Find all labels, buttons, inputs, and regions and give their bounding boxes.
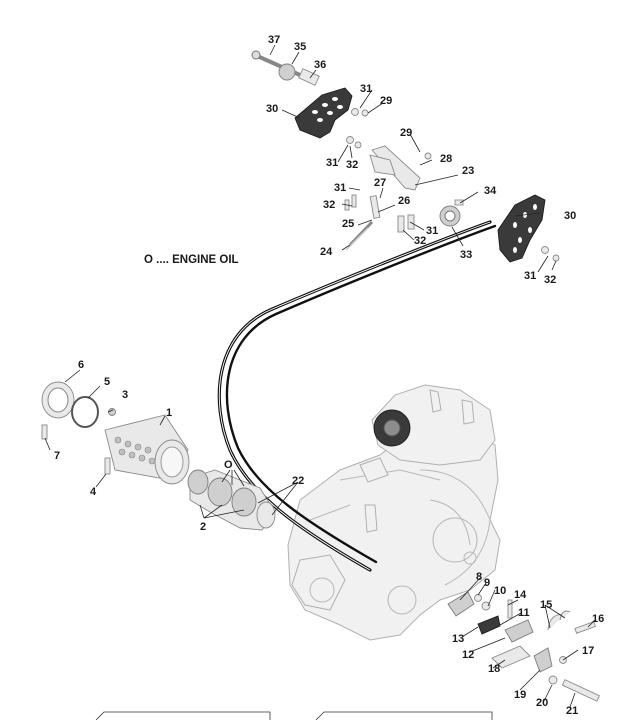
callout-32: 32 — [414, 235, 426, 247]
callout-32: 32 — [323, 199, 335, 211]
callout-numbers: 37 35 36 31 29 30 29 31 32 28 23 27 31 3… — [54, 34, 604, 717]
bottom-frames — [95, 711, 493, 720]
footpeg-icon — [294, 87, 353, 139]
pivot-bolt — [251, 50, 320, 86]
callout-12: 12 — [462, 649, 474, 661]
callout-26: 26 — [398, 195, 410, 207]
callout-5: 5 — [104, 376, 110, 388]
callout-24: 24 — [320, 246, 333, 258]
callout-28: 28 — [440, 153, 452, 165]
callout-7: 7 — [54, 450, 60, 462]
callout-34: 34 — [484, 185, 497, 197]
callout-4: 4 — [90, 486, 97, 498]
callout-31: 31 — [334, 182, 346, 194]
callout-15: 15 — [540, 599, 552, 611]
callout-35: 35 — [294, 41, 306, 53]
footpeg-icon — [497, 194, 546, 263]
shift-mechanism-parts — [447, 591, 600, 702]
callout-21: 21 — [566, 705, 578, 717]
callout-10: 10 — [494, 585, 506, 597]
engine-oil-marker: O — [224, 459, 233, 471]
callout-11: 11 — [518, 607, 530, 619]
legend-engine-oil: O .... ENGINE OIL — [144, 254, 239, 266]
callout-20: 20 — [536, 697, 548, 709]
balance-shaft-icon — [41, 381, 276, 531]
callout-1: 1 — [166, 407, 172, 419]
callout-31: 31 — [326, 157, 338, 169]
callout-18: 18 — [488, 663, 500, 675]
callout-9: 9 — [484, 577, 490, 589]
callout-32: 32 — [544, 274, 556, 286]
callout-6: 6 — [78, 359, 84, 371]
shift-cable-icon — [217, 220, 497, 572]
callout-2: 2 — [200, 521, 206, 533]
callout-23: 23 — [462, 165, 474, 177]
callout-30: 30 — [564, 210, 576, 222]
callout-32: 32 — [346, 159, 358, 171]
callout-14: 14 — [514, 589, 527, 601]
engine-block-icon — [287, 384, 501, 641]
callout-31: 31 — [524, 270, 536, 282]
callout-17: 17 — [582, 645, 594, 657]
callout-19: 19 — [514, 689, 526, 701]
callout-36: 36 — [314, 59, 326, 71]
callout-13: 13 — [452, 633, 464, 645]
leader-lines — [44, 44, 596, 708]
callout-8: 8 — [476, 571, 482, 583]
callout-31: 31 — [360, 83, 372, 95]
callout-22: 22 — [292, 475, 304, 487]
callout-31: 31 — [426, 225, 438, 237]
callout-29: 29 — [380, 95, 392, 107]
callout-3: 3 — [122, 389, 128, 401]
shift-lever-bracket — [345, 145, 461, 251]
callout-30: 30 — [266, 103, 278, 115]
callout-33: 33 — [460, 249, 472, 261]
oil-marker-leads — [221, 469, 245, 487]
callout-29: 29 — [400, 127, 412, 139]
callout-37: 37 — [268, 34, 280, 46]
callout-27: 27 — [374, 177, 386, 189]
callout-25: 25 — [342, 218, 354, 230]
callout-16: 16 — [592, 613, 604, 625]
